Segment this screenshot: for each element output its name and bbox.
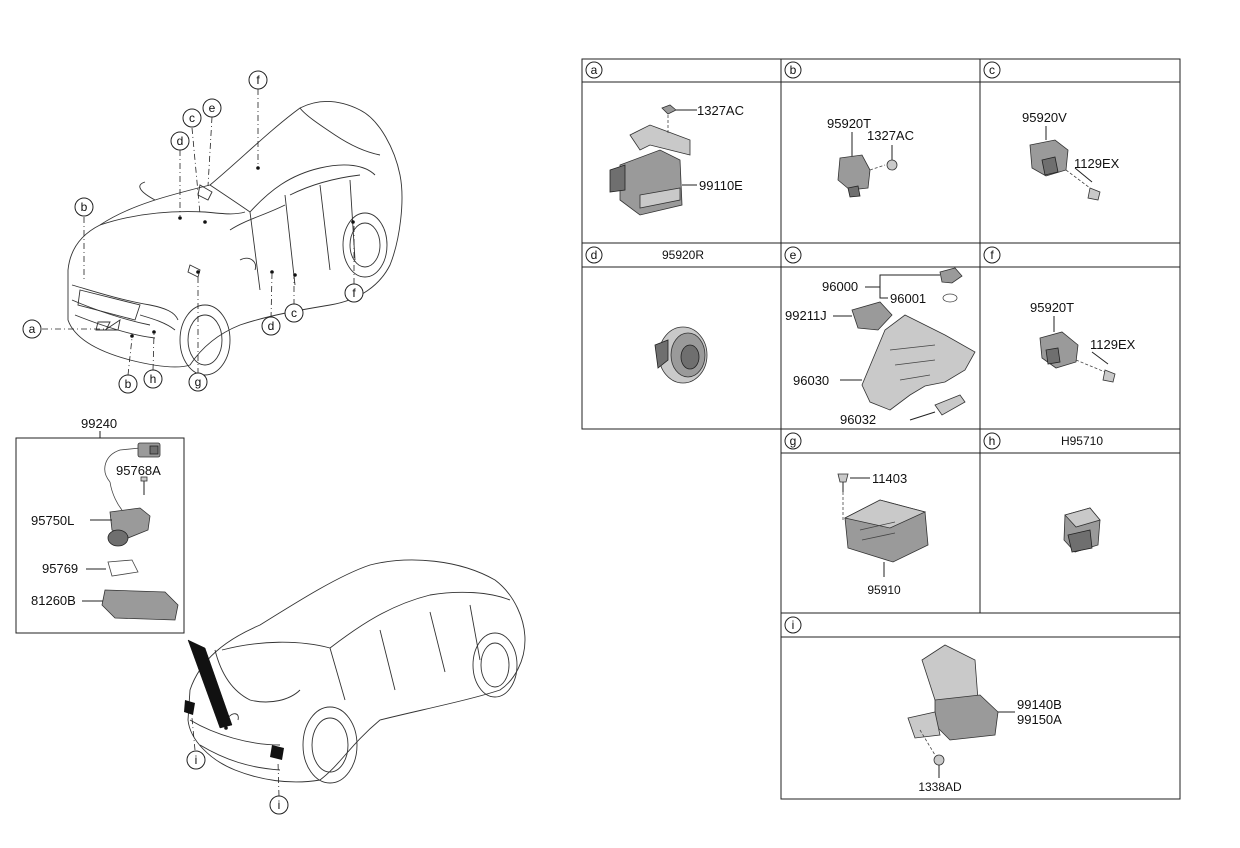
part-95768A-label: 95768A (116, 463, 161, 478)
part-1327AC-b-label: 1327AC (867, 128, 914, 143)
callout-i-left-label: i (195, 753, 198, 767)
callout-b-top-label: b (81, 200, 88, 214)
callout-i-right-label: i (278, 798, 281, 812)
callout-e (202, 98, 222, 118)
part-95769-label: 95769 (42, 561, 78, 576)
part-11403-label: 11403 (872, 471, 907, 486)
callout-c-top (182, 108, 202, 128)
cell-b: b 95920T 1327AC (784, 61, 914, 198)
callout-d-top-label: d (177, 134, 184, 148)
cell-d-title: 95920R (662, 248, 704, 262)
part-99150A-label: 99150A (1017, 712, 1062, 727)
callout-i-right (269, 795, 289, 815)
cell-a-letter-circle (585, 61, 603, 79)
cell-g-letter-circle (784, 432, 802, 450)
part-1338AD-label: 1338AD (918, 780, 962, 794)
cell-i-letter-circle (784, 616, 802, 634)
part-96032-label: 96032 (840, 412, 876, 427)
cell-h-letter-circle (983, 432, 1001, 450)
part-95920T-f-label: 95920T (1030, 300, 1074, 315)
callout-g (188, 372, 208, 392)
callout-f-top (248, 70, 268, 90)
cell-d: d 95920R (585, 246, 708, 384)
callout-i-left (186, 750, 206, 770)
cell-i-letter: i (792, 618, 795, 632)
part-1129EX-f-label: 1129EX (1090, 337, 1136, 352)
part-81260B-label: 81260B (31, 593, 76, 608)
callout-d-side (261, 316, 281, 336)
part-99110E-label: 99110E (699, 178, 743, 193)
callout-h-label: h (150, 372, 157, 386)
callout-a (22, 319, 42, 339)
rear-car-illustration (184, 559, 526, 797)
cell-f-letter-circle (983, 246, 1001, 264)
detail-box-title: 99240 (81, 416, 117, 431)
part-96001-label: 96001 (890, 291, 926, 306)
callout-f-top-label: f (256, 73, 260, 87)
callout-f-side-label: f (352, 286, 356, 300)
parts-table-grid (581, 58, 1181, 800)
callout-h (143, 369, 163, 389)
cell-d-letter: d (591, 248, 598, 262)
callout-c-side (284, 303, 304, 323)
cell-i: i 99140B 99150A 1338AD (784, 616, 1062, 794)
cell-c: c 95920V 1129EX (983, 61, 1120, 201)
cell-a: a 1327AC 99110E (585, 61, 744, 216)
part-96000-label: 96000 (822, 279, 858, 294)
callout-c-side-label: c (291, 306, 297, 320)
cell-c-letter: c (989, 63, 995, 77)
cell-a-letter: a (591, 63, 598, 77)
cell-h-letter: h (989, 434, 996, 448)
callout-d-top (170, 131, 190, 151)
part-1327AC-a-label: 1327AC (697, 103, 744, 118)
cell-f: f 95920T 1129EX (983, 246, 1136, 383)
cell-h-title: H95710 (1061, 434, 1103, 448)
front-car-callouts: a b b c c d d e f f g h (22, 70, 364, 394)
cell-c-letter-circle (983, 61, 1001, 79)
callout-b-bottom-label: b (125, 377, 132, 391)
detail-box-frame (15, 437, 185, 634)
callout-g-label: g (195, 375, 202, 389)
cell-b-letter-circle (784, 61, 802, 79)
front-car-illustration (42, 89, 403, 376)
cell-f-letter: f (990, 248, 994, 262)
cell-h: h H95710 (983, 432, 1103, 553)
part-95920T-b-label: 95920T (827, 116, 871, 131)
part-99211J-label: 99211J (785, 308, 827, 323)
part-1129EX-c-label: 1129EX (1074, 156, 1120, 171)
part-95910-label: 95910 (867, 583, 901, 597)
part-95750L-label: 95750L (31, 513, 74, 528)
callout-c-top-label: c (189, 111, 195, 125)
callout-a-label: a (29, 322, 36, 336)
part-96030-label: 96030 (793, 373, 829, 388)
callout-f-side (344, 283, 364, 303)
callout-b-bottom (118, 374, 138, 394)
cell-g-letter: g (790, 434, 797, 448)
camera-detail-box: 99240 95768A 95750L 95769 81260B (15, 416, 185, 634)
cell-e-letter-circle (784, 246, 802, 264)
callout-e-label: e (209, 101, 216, 115)
callout-b-top (74, 197, 94, 217)
cell-g: g 11403 95910 (784, 432, 929, 597)
cell-d-letter-circle (585, 246, 603, 264)
callout-d-side-label: d (268, 319, 275, 333)
part-95920V-label: 95920V (1022, 110, 1067, 125)
cell-e: e 96000 96001 99211J 96030 96032 (784, 246, 976, 427)
cell-b-letter: b (790, 63, 797, 77)
part-99140B-label: 99140B (1017, 697, 1062, 712)
cell-e-letter: e (790, 248, 797, 262)
rear-car-callouts: i i (186, 750, 289, 815)
